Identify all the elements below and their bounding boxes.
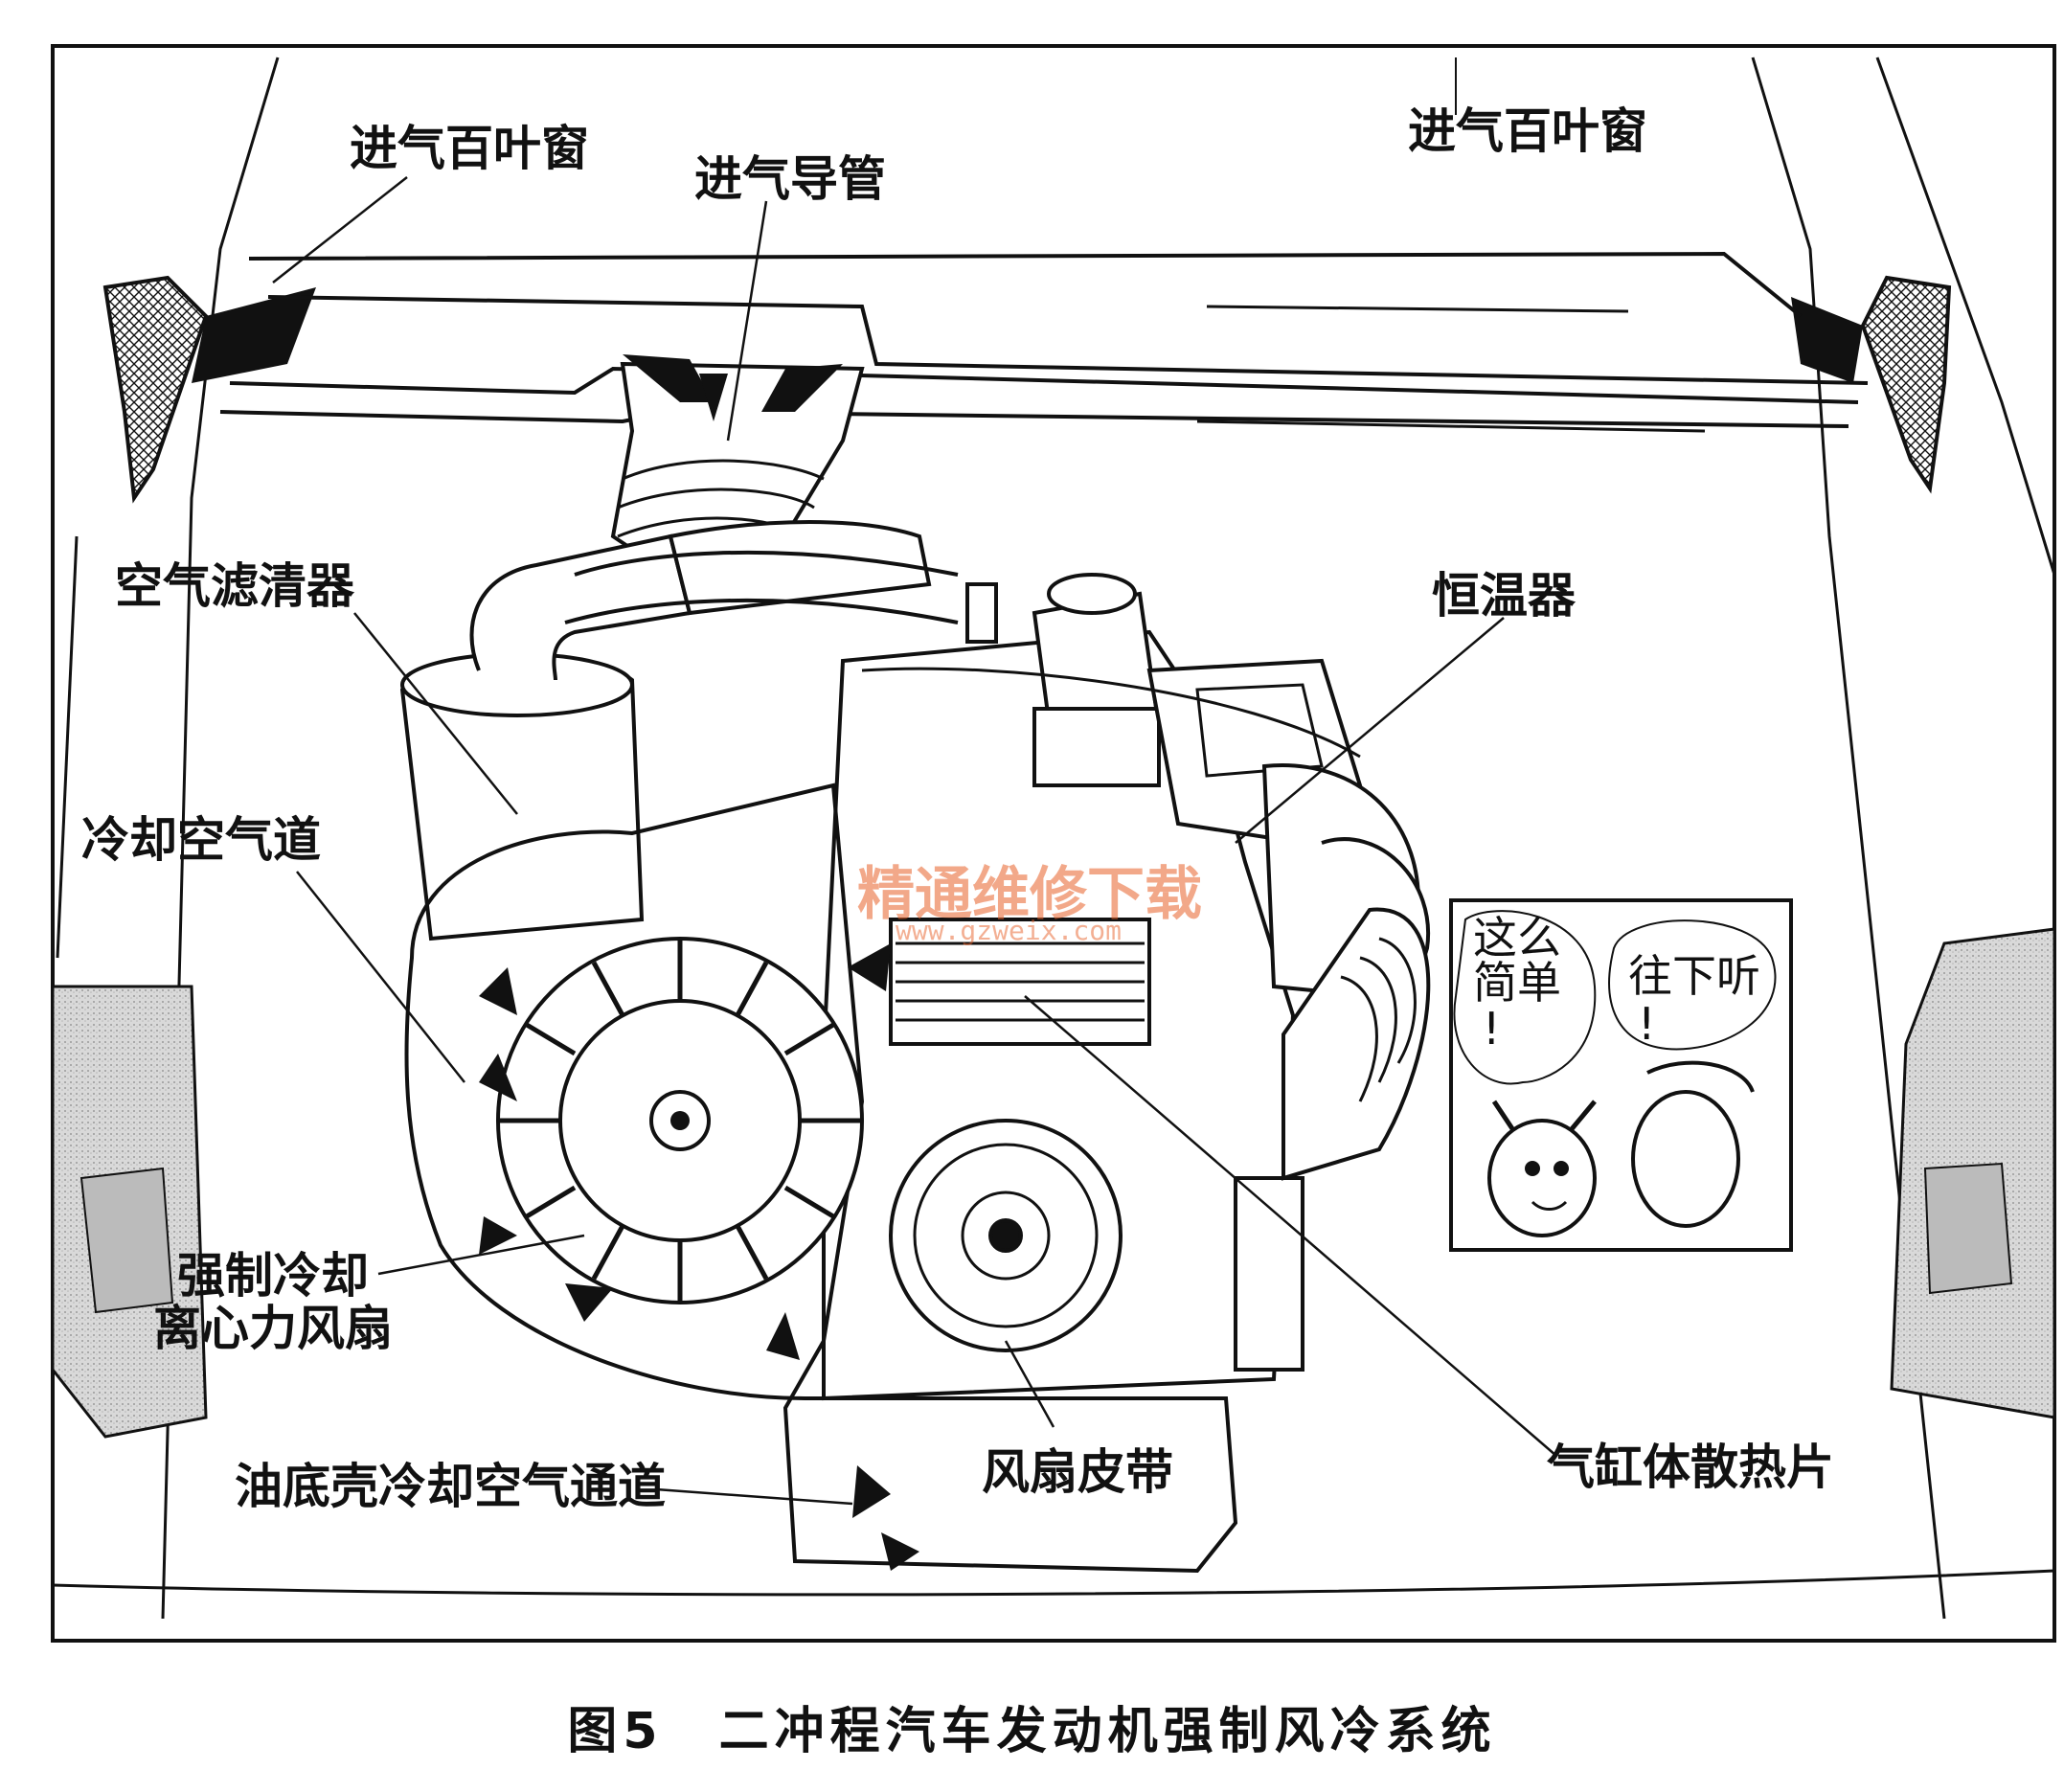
air-pipe	[564, 550, 959, 624]
rear-shelf	[219, 251, 1869, 433]
side-panels	[51, 927, 2056, 1439]
figure-caption: 图5 二冲程汽车发动机强制风冷系统	[567, 1703, 1497, 1760]
cylinder-head	[861, 658, 1431, 1181]
label-intake-louver-right: 进气百叶窗	[1408, 103, 1647, 159]
label-forced-cooling-fan: 强制冷却 离心力风扇	[153, 1250, 393, 1355]
bubble-right-text: 往下听	[1628, 950, 1760, 1002]
bubble-left-line1: 这么	[1473, 912, 1561, 964]
label-thermostat: 恒温器	[1432, 568, 1576, 624]
cartoon-panel	[1449, 898, 1793, 1252]
bubble-left-mark: !	[1483, 1003, 1501, 1055]
label-fan-belt: 风扇皮带	[982, 1444, 1173, 1500]
label-forced-fan-line1: 强制冷却	[177, 1248, 369, 1304]
intake-louver-right-shape	[1791, 275, 1952, 494]
engine-block	[822, 573, 1304, 1401]
label-air-filter: 空气滤清器	[115, 558, 354, 614]
intake-louver-left-shape	[102, 275, 316, 504]
label-cylinder-fins: 气缸体散热片	[1547, 1440, 1834, 1495]
label-cooling-air-duct: 冷却空气道	[81, 812, 321, 868]
watermark-url: www.gzweix.com	[896, 915, 1123, 946]
leader-lines	[272, 176, 1557, 1506]
bubble-left-line2: 简单	[1473, 957, 1561, 1009]
watermark-text: 精通维修下载	[857, 861, 1202, 928]
centrifugal-fan	[404, 783, 1238, 1574]
label-forced-fan-line2: 离心力风扇	[153, 1301, 393, 1356]
label-oil-pan-channel: 油底壳冷却空气通道	[235, 1459, 666, 1514]
label-intake-duct: 进气导管	[694, 151, 886, 207]
label-intake-louver-left: 进气百叶窗	[350, 121, 589, 176]
bubble-right-mark: !	[1638, 998, 1656, 1050]
